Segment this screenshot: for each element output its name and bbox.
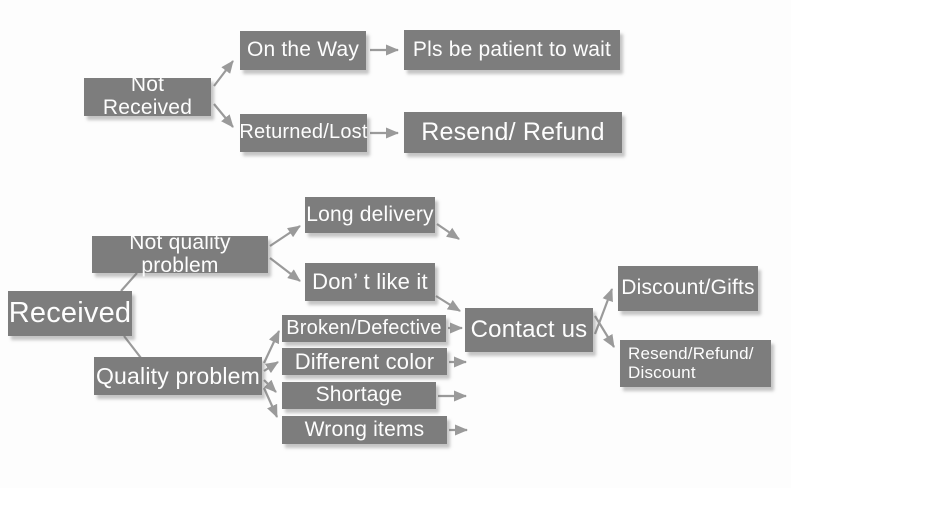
edge-received-to-quality-problem bbox=[123, 335, 142, 359]
node-not-quality-problem: Not quality problem bbox=[92, 231, 268, 276]
edge-quality-problem-to-wrong-items bbox=[262, 387, 279, 418]
node-on-the-way: On the Way bbox=[240, 31, 366, 70]
edge-long-delivery-out bbox=[436, 223, 460, 240]
node-different-color: Different color bbox=[282, 348, 447, 375]
node-not-received: Not Received bbox=[84, 73, 211, 119]
edge-not-quality-problem-to-dont-like-it bbox=[269, 257, 301, 282]
node-shortage: Shortage bbox=[282, 382, 436, 409]
node-resend-refund: Resend/ Refund bbox=[404, 112, 622, 153]
node-received: Received bbox=[8, 291, 132, 336]
node-dont-like-it: Don’ t like it bbox=[305, 263, 435, 301]
node-contact-us: Contact us bbox=[465, 308, 593, 352]
edge-not-received-to-on-the-way bbox=[213, 60, 234, 87]
edge-contact-us-to-discount-gifts bbox=[593, 288, 614, 335]
edge-not-quality-problem-to-long-delivery bbox=[269, 225, 301, 247]
node-pls-be-patient: Pls be patient to wait bbox=[404, 30, 620, 70]
edge-quality-problem-to-different-color bbox=[263, 361, 279, 374]
edge-quality-problem-to-broken-defective bbox=[263, 330, 280, 364]
edge-dont-like-it-to-contact-us bbox=[435, 295, 461, 312]
edge-not-received-to-returned-lost bbox=[213, 103, 234, 128]
node-long-delivery: Long delivery bbox=[305, 197, 435, 233]
node-quality-problem: Quality problem bbox=[94, 357, 262, 395]
node-resend-refund-discount: Resend/Refund/ Discount bbox=[620, 340, 771, 387]
node-discount-gifts: Discount/Gifts bbox=[618, 266, 758, 311]
node-wrong-items: Wrong items bbox=[282, 416, 447, 444]
edge-received-to-not-quality-problem bbox=[120, 272, 138, 292]
edge-quality-problem-to-shortage bbox=[263, 379, 277, 393]
edge-contact-us-to-resend-refund-discount bbox=[594, 315, 615, 348]
node-broken-defective: Broken/Defective bbox=[282, 315, 446, 342]
node-returned-lost: Returned/Lost bbox=[239, 114, 367, 152]
